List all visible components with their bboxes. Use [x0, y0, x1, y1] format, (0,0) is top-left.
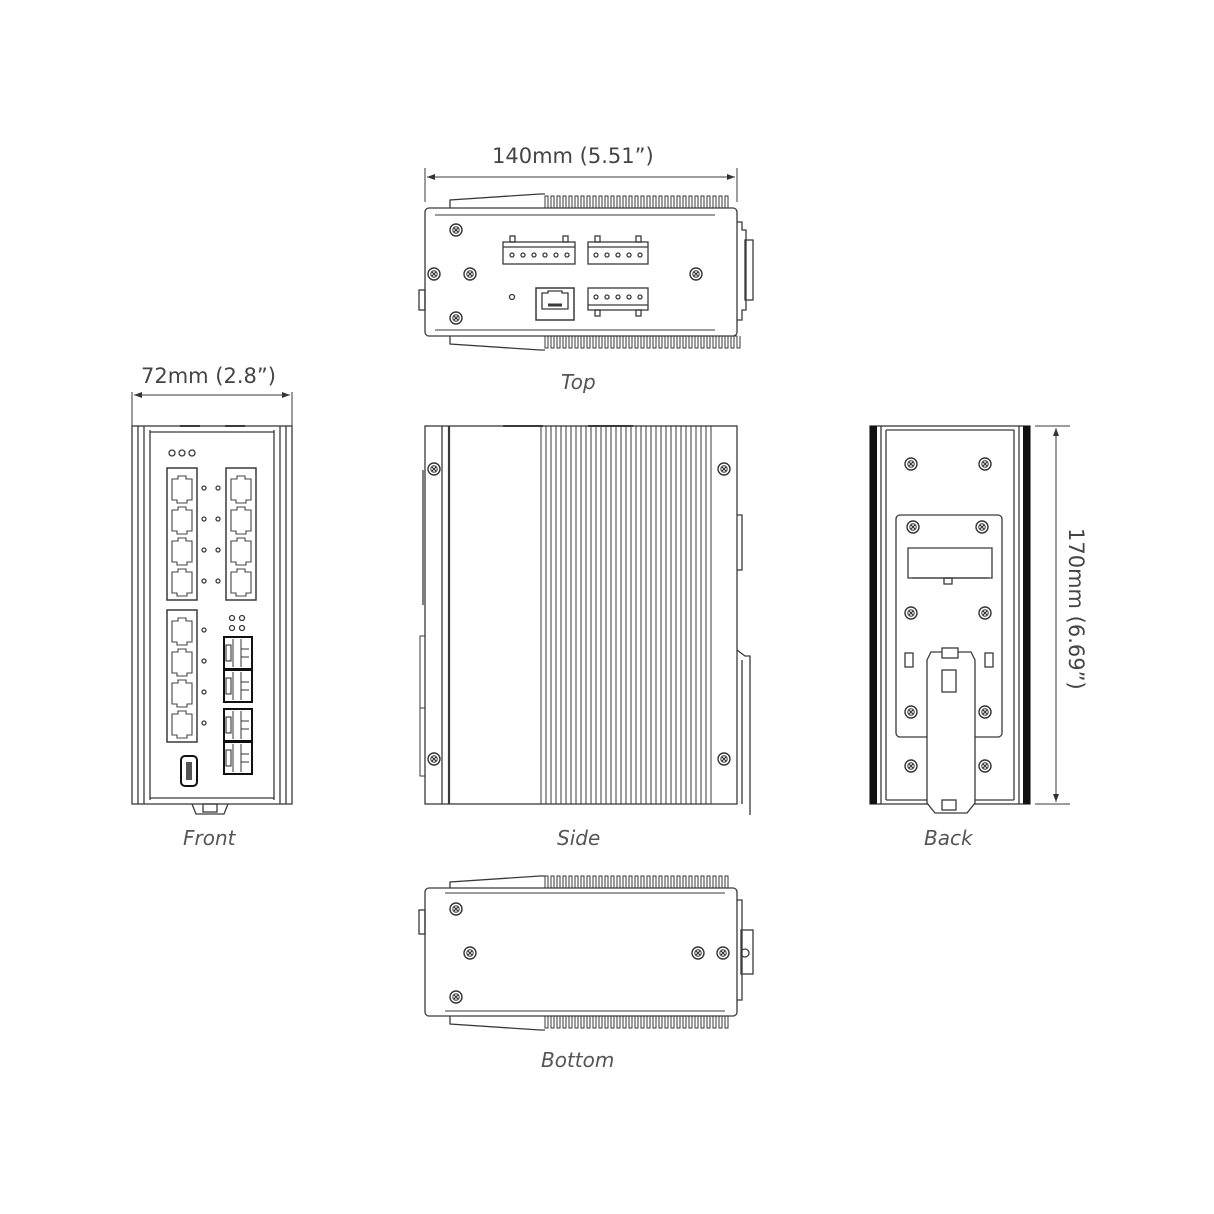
terminal-block-3 [587, 287, 649, 317]
back-view [869, 425, 1070, 814]
side-fins [540, 426, 712, 804]
console-rj45-port [535, 287, 575, 321]
rj45-group-3 [166, 609, 198, 743]
top-view [418, 168, 754, 351]
bottom-view-label: Bottom [541, 1048, 615, 1072]
din-rail-clip [926, 647, 976, 814]
rj45-group-1 [166, 467, 198, 601]
front-view [131, 392, 293, 815]
usb-port [180, 755, 198, 787]
back-view-label: Back [924, 826, 973, 850]
depth-dimension-label: 72mm (2.8”) [141, 364, 276, 388]
bottom-view [418, 875, 754, 1031]
rj45-group-2 [225, 467, 257, 601]
width-dimension-label: 140mm (5.51”) [492, 144, 654, 168]
front-view-label: Front [183, 826, 236, 850]
side-view-label: Side [557, 826, 601, 850]
top-view-label: Top [561, 370, 596, 394]
terminal-block-1 [502, 235, 576, 265]
terminal-block-2 [587, 235, 649, 265]
side-view [419, 425, 751, 815]
top-fins-upper [544, 195, 729, 209]
height-dimension-label: 170mm (6.69”) [1064, 528, 1088, 690]
